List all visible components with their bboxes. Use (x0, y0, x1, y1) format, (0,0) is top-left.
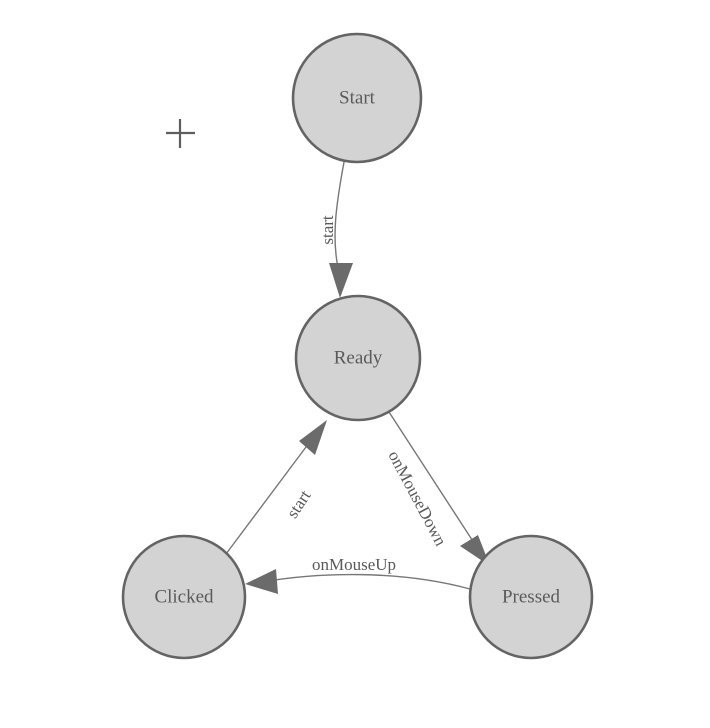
node-clicked-label: Clicked (154, 586, 214, 607)
node-clicked-circle[interactable] (121, 534, 247, 660)
edge-label-start-to-ready: start (318, 215, 337, 245)
edge-clicked-to-ready[interactable]: start (225, 420, 327, 555)
edge-pressed-to-clicked[interactable]: onMouseUp (245, 555, 471, 594)
crosshair-icon (166, 119, 195, 148)
edge-path-ready-to-pressed (388, 411, 479, 550)
arrowhead-into-clicked (245, 569, 278, 594)
node-start[interactable]: Start (291, 32, 423, 164)
edge-path-pressed-to-clicked (261, 573, 471, 590)
node-ready-circle[interactable] (294, 294, 422, 422)
node-ready[interactable]: Ready (294, 294, 422, 422)
arrowhead-into-ready-top (329, 263, 353, 298)
node-pressed[interactable]: Pressed (468, 534, 594, 660)
edge-path-clicked-to-ready (225, 442, 310, 555)
node-clicked[interactable]: Clicked (121, 534, 247, 660)
node-ready-label: Ready (334, 347, 383, 368)
node-pressed-label: Pressed (502, 586, 561, 607)
node-pressed-circle[interactable] (468, 534, 594, 660)
edge-ready-to-pressed[interactable]: onMouseDown (384, 411, 490, 566)
node-start-circle[interactable] (291, 32, 423, 164)
edge-label-pressed-to-clicked: onMouseUp (312, 555, 396, 574)
edge-label-ready-to-pressed: onMouseDown (384, 448, 450, 550)
node-start-label: Start (339, 87, 376, 108)
arrowhead-into-ready-bottom (299, 420, 327, 455)
edge-label-clicked-to-ready: start (283, 486, 315, 521)
edge-start-to-ready[interactable]: start (318, 161, 353, 298)
